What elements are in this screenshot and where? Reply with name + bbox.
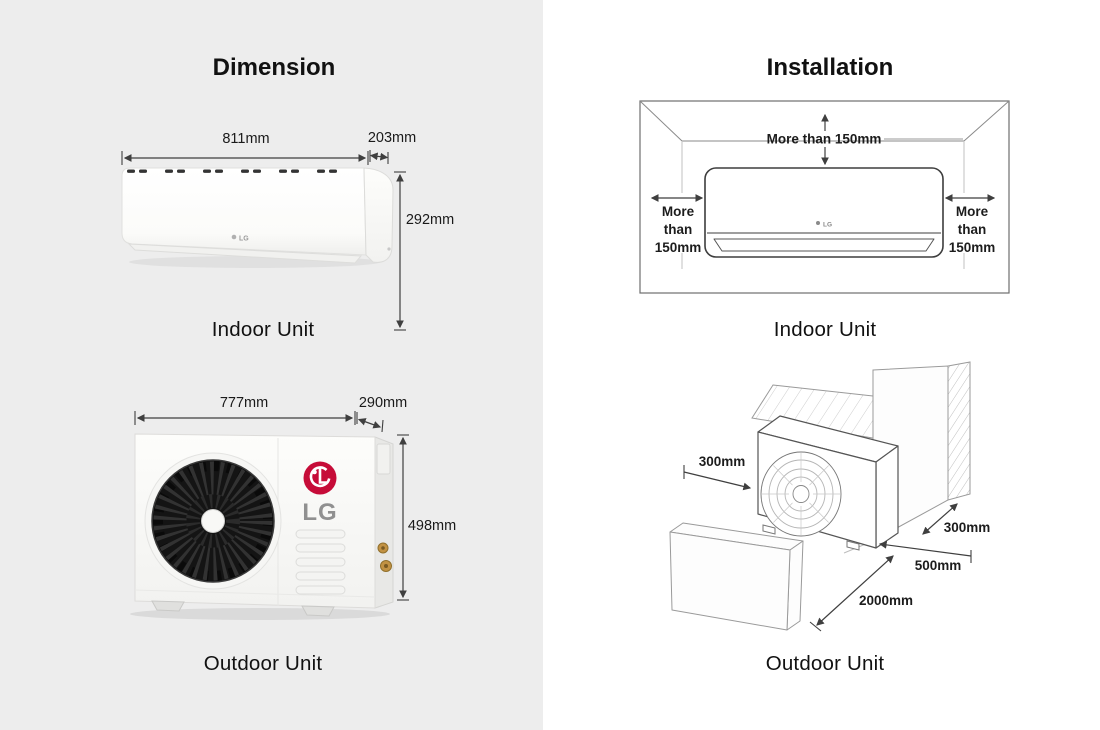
indicator-dot (387, 247, 391, 251)
outdoor-width-label: 777mm (219, 395, 269, 411)
indoor-depth-dim-line (369, 152, 389, 161)
unit-foot (762, 524, 776, 535)
indoor-unit-caption: Indoor Unit (211, 318, 315, 341)
indoor-depth-label: 203mm (367, 130, 417, 146)
unit-vane (713, 238, 935, 252)
dim-tick (809, 621, 822, 632)
indoor-unit-top-vents (127, 169, 337, 173)
top-clearance-label: More than 150mm (767, 132, 882, 147)
side-clearance-label: 300mm (944, 520, 991, 535)
outdoor-depth-dim-line (357, 418, 382, 429)
indoor-unit-outline (704, 167, 944, 258)
left-clearance-label-2: than (664, 222, 693, 237)
indoor-height-label: 292mm (405, 212, 455, 228)
room-corner-lines (639, 100, 1010, 142)
dimension-panel: Dimension LG (0, 0, 543, 730)
front-obstacle-clearance-arrow (816, 555, 894, 626)
rear-clearance-arrow (878, 541, 972, 557)
lg-logo-small-indoor: LG (231, 234, 249, 243)
side-bracket (376, 443, 391, 475)
indoor-unit-end-cap (363, 167, 394, 263)
panel-seam (134, 589, 376, 598)
installation-indoor-caption: Indoor Unit (773, 318, 877, 341)
unit-foot (301, 605, 335, 617)
installation-title: Installation (766, 54, 894, 81)
front-clearance-label: 300mm (699, 454, 746, 469)
lg-logo-text: LG (239, 236, 249, 243)
installation-outdoor-caption: Outdoor Unit (765, 652, 885, 675)
left-clearance-label-3: 150mm (655, 240, 702, 255)
wall-lines (681, 141, 965, 269)
lg-logo-text: LG (823, 222, 832, 229)
dimension-title: Dimension (212, 54, 336, 81)
outdoor-installation-diagram: 300mm 300mm 500mm 2000mm (669, 361, 991, 632)
fan-outline (760, 451, 842, 537)
right-clearance-label-2: than (958, 222, 987, 237)
lg-logo-badge (303, 461, 337, 495)
outdoor-depth-label: 290mm (358, 395, 408, 411)
indoor-installation-diagram: LG More than 150mm More than 150mm More … (639, 100, 1010, 294)
side-clearance-arrow (922, 503, 958, 535)
right-clearance-label-3: 150mm (949, 240, 996, 255)
indoor-unit-dimension-figure: LG (121, 150, 406, 331)
outdoor-height-label: 498mm (407, 518, 457, 534)
service-valves (377, 542, 392, 572)
unit-foot (846, 540, 860, 551)
unit-foot (151, 600, 185, 612)
fan-grille (144, 452, 282, 590)
installation-panel: Installation LG More than 150mm More tha… (543, 0, 1100, 730)
rear-clearance-label: 500mm (915, 558, 962, 573)
lg-logo-text: LG (302, 499, 337, 526)
left-clearance-label-1: More (662, 204, 695, 219)
outdoor-unit-caption: Outdoor Unit (203, 652, 323, 675)
dim-tick (381, 419, 384, 433)
indoor-width-label: 811mm (222, 131, 270, 147)
indoor-unit-vane (127, 243, 363, 264)
obstacle-block (669, 522, 804, 631)
lg-logo-small-install: LG (816, 221, 832, 229)
front-clearance-arrow (683, 471, 752, 491)
right-clearance-label-1: More (956, 204, 989, 219)
side-vent-slots (295, 529, 346, 595)
room-outline (639, 100, 1010, 294)
outdoor-unit-dimension-figure: LG (130, 411, 409, 620)
front-obstacle-clearance-label: 2000mm (859, 593, 913, 608)
